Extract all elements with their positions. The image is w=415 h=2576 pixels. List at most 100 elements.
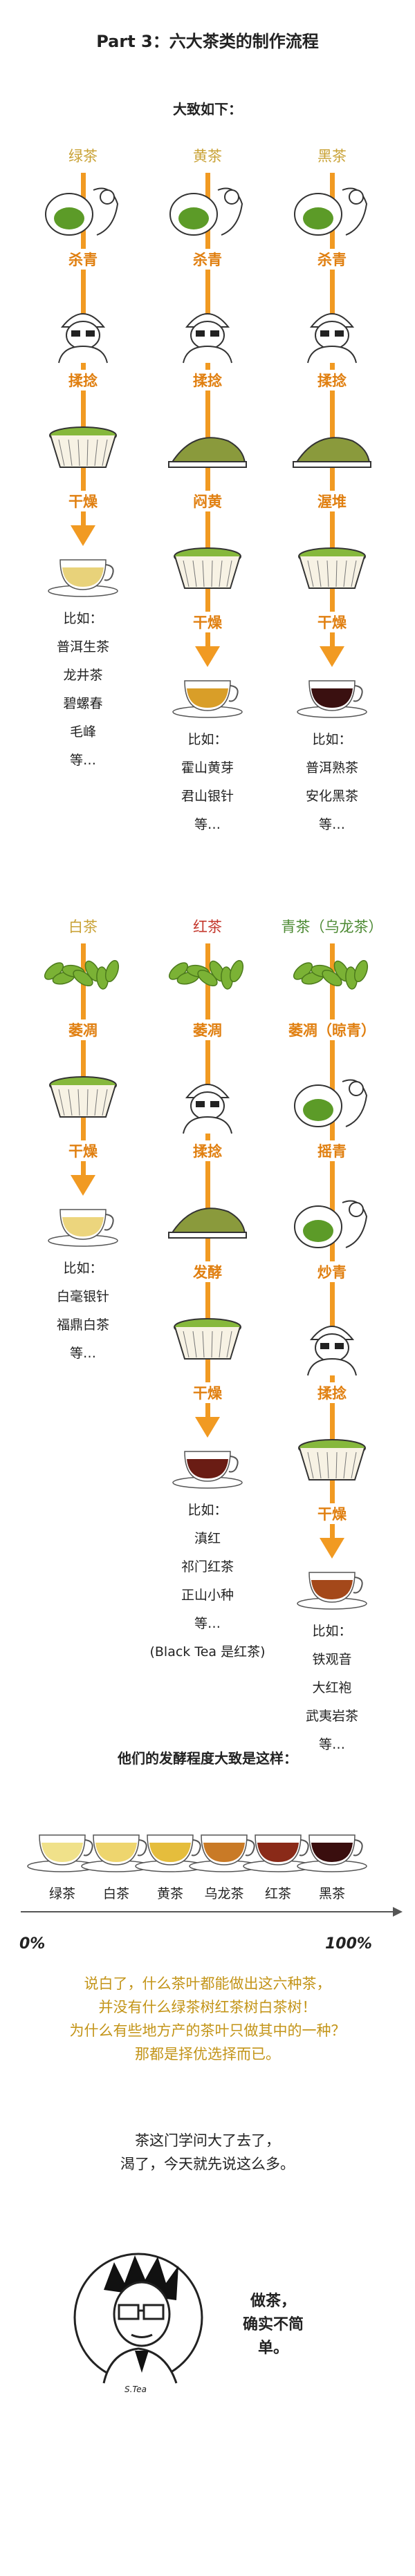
examples-label: 比如： bbox=[187, 732, 228, 747]
tea-worker-icon bbox=[58, 313, 108, 364]
process-step-label: 揉捻 bbox=[152, 370, 263, 391]
process-step-label: 渥堆 bbox=[277, 491, 387, 511]
process-step-label: 发酵 bbox=[152, 1261, 263, 1282]
fermentation-tea-label: 黄茶 bbox=[156, 1886, 183, 1901]
example-item: 毛峰 bbox=[69, 724, 96, 740]
example-item: 等… bbox=[318, 1737, 345, 1752]
example-item: 正山小种 bbox=[181, 1588, 234, 1603]
examples-list: 比如：普洱熟茶安化黑茶等… bbox=[270, 726, 394, 839]
process-subtitle: 大致如下： bbox=[173, 101, 242, 117]
examples-label: 比如： bbox=[312, 1624, 352, 1639]
process-step-label: 萎凋 bbox=[28, 1019, 138, 1040]
signature: S.Tea bbox=[124, 2385, 147, 2394]
scale-start-label: 0% bbox=[19, 1935, 46, 1953]
process-step-label: 干燥 bbox=[28, 1140, 138, 1161]
tea-type-header: 红茶 bbox=[193, 919, 222, 935]
examples-label: 比如： bbox=[63, 1261, 103, 1276]
flow-arrow-head bbox=[71, 1175, 95, 1196]
example-item: 碧螺春 bbox=[63, 696, 103, 711]
tea-worker-icon bbox=[307, 313, 357, 364]
tea-worker-icon bbox=[183, 313, 232, 364]
tea-cup-icon bbox=[189, 1834, 259, 1872]
tea-cup-icon bbox=[48, 1209, 118, 1247]
fermentation-tea-label: 绿茶 bbox=[48, 1886, 75, 1901]
example-item: 福鼎白茶 bbox=[56, 1317, 109, 1333]
tea-type-header: 黄茶 bbox=[193, 148, 222, 164]
process-step-label: 干燥 bbox=[152, 1382, 263, 1403]
process-step-label: 揉捻 bbox=[277, 370, 387, 391]
flow-arrow-head bbox=[195, 646, 220, 667]
tea-cup-icon bbox=[297, 680, 367, 718]
wok-roasting-icon bbox=[45, 187, 119, 236]
ending-line: 确实不简单。 bbox=[242, 2316, 304, 2357]
tea-cup-icon bbox=[297, 1572, 367, 1610]
fermentation-axis-arrow bbox=[393, 1907, 403, 1917]
flow-arrow-line bbox=[205, 943, 210, 1420]
summary-text: 说白了，什么茶叶都能做出这六种茶， 并没有什么绿茶树红茶树白茶树！ 为什么有些地… bbox=[0, 1972, 415, 2066]
example-item: 武夷岩茶 bbox=[305, 1709, 358, 1724]
wok-roasting-icon bbox=[294, 1200, 368, 1248]
tea-leaves-icon bbox=[168, 959, 244, 990]
tea-worker-icon bbox=[183, 1084, 232, 1134]
process-step-label: 摇青 bbox=[277, 1140, 387, 1161]
fermentation-tea-label: 白茶 bbox=[102, 1886, 129, 1901]
fermentation-title: 他们的发酵程度大致是这样： bbox=[118, 1750, 297, 1767]
drying-basket-icon bbox=[174, 547, 241, 589]
examples-list: 比如：普洱生茶龙井茶碧螺春毛峰等… bbox=[21, 605, 145, 775]
example-item: 普洱生茶 bbox=[56, 639, 109, 655]
page-title: Part 3：六大茶类的制作流程 bbox=[96, 32, 319, 51]
examples-list: 比如：滇红祁门红茶正山小种等…(Black Tea 是红茶) bbox=[145, 1496, 270, 1666]
tea-type-header: 白茶 bbox=[68, 919, 98, 935]
tea-type-header: 黑茶 bbox=[317, 148, 347, 164]
flow-arrow-head bbox=[195, 1417, 220, 1438]
tea-cup-icon bbox=[243, 1834, 313, 1872]
examples-label: 比如： bbox=[312, 732, 352, 747]
wok-roasting-icon bbox=[294, 187, 368, 236]
tea-worker-icon bbox=[307, 1326, 357, 1376]
fermentation-tea-label: 黑茶 bbox=[318, 1886, 345, 1901]
examples-list: 比如：白毫银针福鼎白茶等… bbox=[21, 1254, 145, 1368]
example-item: 大红袍 bbox=[312, 1680, 352, 1695]
process-step-label: 揉捻 bbox=[28, 370, 138, 391]
process-step-label: 揉捻 bbox=[277, 1382, 387, 1403]
process-step-label: 杀青 bbox=[152, 249, 263, 270]
example-item: 龙井茶 bbox=[63, 668, 103, 683]
tea-leaves-icon bbox=[44, 959, 120, 990]
tea-leaves-icon bbox=[293, 959, 369, 990]
process-step-label: 干燥 bbox=[277, 612, 387, 632]
wok-roasting-icon bbox=[294, 1079, 368, 1127]
ending-text: 做茶， 确实不简单。 bbox=[232, 2290, 315, 2360]
summary-line: 为什么有些地方产的茶叶只做其中的一种？ bbox=[69, 2022, 346, 2039]
process-step-label: 闷黄 bbox=[152, 491, 263, 511]
tea-type-header: 青茶（乌龙茶） bbox=[281, 919, 383, 935]
drying-basket-icon bbox=[298, 547, 366, 589]
example-item: 君山银针 bbox=[181, 789, 234, 804]
tea-cup-icon bbox=[81, 1834, 151, 1872]
closing-text: 茶这门学问大了去了， 渴了，今天就先说这么多。 bbox=[0, 2129, 415, 2176]
process-step-label: 杀青 bbox=[28, 249, 138, 270]
examples-label: 比如： bbox=[187, 1503, 228, 1518]
flow-arrow-head bbox=[71, 525, 95, 546]
closing-line: 渴了，今天就先说这么多。 bbox=[120, 2156, 295, 2172]
process-step-label: 萎凋 bbox=[152, 1019, 263, 1040]
example-item: 等… bbox=[69, 1346, 96, 1361]
example-item: 祁门红茶 bbox=[181, 1559, 234, 1574]
tea-pile-icon bbox=[293, 437, 371, 468]
drying-basket-icon bbox=[174, 1318, 241, 1360]
tea-cup-icon bbox=[27, 1834, 98, 1872]
tea-cup-icon bbox=[172, 1451, 243, 1489]
process-step-label: 揉捻 bbox=[152, 1140, 263, 1161]
ending-line: 做茶， bbox=[250, 2293, 296, 2310]
scale-end-label: 100% bbox=[325, 1935, 372, 1953]
flow-arrow-head bbox=[320, 646, 344, 667]
process-step-label: 炒青 bbox=[277, 1261, 387, 1282]
tea-pile-icon bbox=[168, 437, 247, 468]
process-step-label: 干燥 bbox=[277, 1503, 387, 1524]
author-avatar-icon bbox=[73, 2253, 203, 2384]
tea-pile-icon bbox=[168, 1207, 247, 1239]
examples-label: 比如： bbox=[63, 611, 103, 626]
summary-line: 说白了，什么茶叶都能做出这六种茶， bbox=[84, 1975, 331, 1992]
flow-arrow-line bbox=[330, 173, 335, 650]
fermentation-tea-label: 乌龙茶 bbox=[204, 1886, 244, 1901]
tea-cup-icon bbox=[172, 680, 243, 718]
